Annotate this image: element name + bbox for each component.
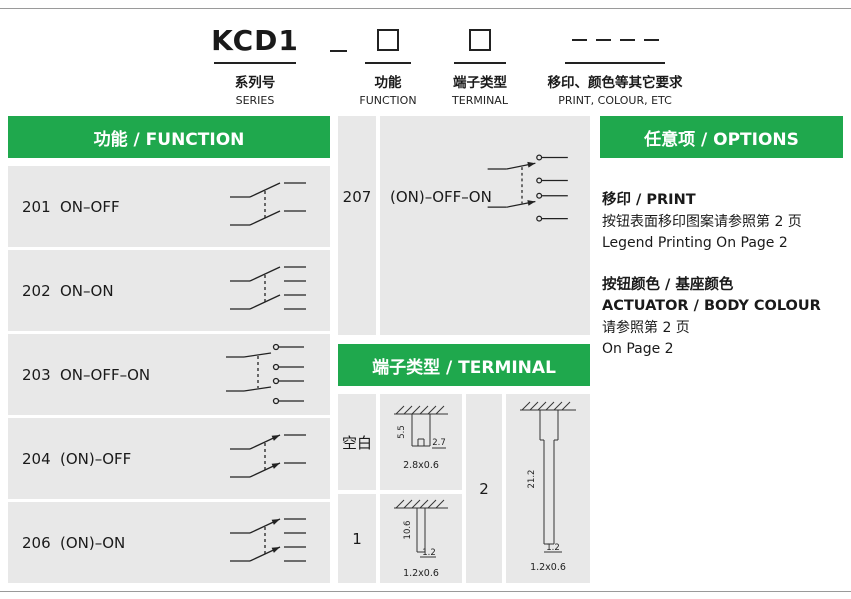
function-label-en: FUNCTION (359, 94, 417, 107)
series-label-en: SERIES (235, 94, 275, 107)
ordering-function: 功能 FUNCTION (350, 20, 426, 107)
function-row-203: 203 ON–OFF–ON (8, 334, 330, 415)
dpdt-on-on-symbol (230, 265, 306, 310)
dim-length: 21.2 (527, 470, 537, 489)
dim-width: 1.2 (546, 543, 560, 553)
options-label-cn: 移印、颜色等其它要求 (547, 75, 683, 91)
dpst-on-off-symbol (230, 181, 306, 226)
momentary-on-off-symbol (230, 433, 306, 478)
function-code: 204 (22, 449, 51, 468)
ordering-series: KCD1 系列号 SERIES (200, 20, 310, 108)
function-panel: 功能 / FUNCTION 201 ON–OFF 202 ON–ON (8, 116, 330, 583)
dash-separator (330, 50, 347, 52)
terminal-drawing-blank-cell: 5.5 2.7 2.8x0.6 (380, 394, 462, 490)
function-code: 202 (22, 281, 51, 300)
function-code: 201 (22, 197, 51, 216)
dim-size: 1.2x0.6 (403, 568, 439, 579)
function-code: 206 (22, 533, 51, 552)
top-divider (0, 8, 851, 9)
function-code: 203 (22, 365, 51, 384)
ordering-options: 移印、颜色等其它要求 PRINT, COLOUR, ETC (545, 20, 685, 107)
terminal-label-cn: 端子类型 (453, 75, 507, 91)
terminal-1-drawing: 10.6 1.2 1.2x0.6 (394, 499, 448, 579)
function-row-206: 206 (ON)–ON (8, 502, 330, 583)
print-line-cn: 按钮表面移印图案请参照第 2 页 (602, 213, 802, 230)
function-row-204: 204 (ON)–OFF (8, 418, 330, 499)
series-underline (214, 62, 296, 64)
print-line-en: Legend Printing On Page 2 (602, 235, 788, 251)
function-row-201: 201 ON–OFF (8, 166, 330, 247)
colour-line-en: On Page 2 (602, 341, 674, 357)
function-code: 207 (342, 188, 372, 206)
function-row-207-body: (ON)–OFF–ON (380, 116, 590, 335)
function-label: (ON)–ON (60, 533, 126, 552)
terminal-drawing-1-cell: 10.6 1.2 1.2x0.6 (380, 494, 462, 583)
terminal-drawing-2-cell: 21.2 1.2 1.2x0.6 (506, 394, 590, 583)
options-label-en: PRINT, COLOUR, ETC (558, 94, 672, 107)
function-row-202: 202 ON–ON (8, 250, 330, 331)
terminal-panel-header: 端子类型 / TERMINAL (338, 344, 590, 386)
options-panel-header: 任意项 / OPTIONS (600, 116, 843, 158)
function-panel-header: 功能 / FUNCTION (8, 116, 330, 158)
function-label: ON–OFF–ON (60, 365, 151, 384)
function-label: (ON)–OFF–ON (390, 188, 492, 206)
terminal-underline (454, 62, 506, 64)
terminal-label-en: TERMINAL (452, 94, 508, 107)
options-underline (565, 62, 665, 64)
dim-length: 10.6 (403, 521, 413, 540)
options-panel: 任意项 / OPTIONS 移印 / PRINT 按钮表面移印图案请参照第 2 … (600, 116, 843, 583)
terminal-2-drawing: 21.2 1.2 1.2x0.6 (520, 401, 576, 573)
dim-width: 2.7 (432, 438, 446, 448)
dim-length: 5.5 (397, 425, 407, 439)
options-text: 移印 / PRINT 按钮表面移印图案请参照第 2 页 Legend Print… (602, 190, 821, 361)
series-code: KCD1 (211, 23, 299, 57)
terminal-code-box (469, 29, 491, 51)
series-label-cn: 系列号 (234, 75, 276, 91)
momentary-on-on-symbol (230, 517, 306, 562)
bottom-divider (0, 591, 851, 592)
dpdt-on-off-on-symbol (226, 343, 304, 404)
dim-size: 2.8x0.6 (403, 460, 439, 471)
momentary-on-off-on-symbol (487, 154, 568, 222)
terminal-code-blank: 空白 (338, 394, 376, 490)
terminal-code-1: 1 (338, 494, 376, 583)
function-row-207-code-cell: 207 (338, 116, 376, 335)
print-colour-dashes (571, 39, 659, 41)
function-label: (ON)–OFF (60, 449, 132, 468)
print-title: 移印 / PRINT (602, 192, 696, 208)
terminal-code-2: 2 (466, 394, 502, 583)
function-label-cn: 功能 (374, 75, 402, 91)
colour-title-en: ACTUATOR / BODY COLOUR (602, 298, 821, 314)
dim-size: 1.2x0.6 (530, 562, 566, 573)
function-underline (365, 62, 411, 64)
function-code-box (377, 29, 399, 51)
function-label: ON–ON (60, 281, 114, 300)
terminal-blank-drawing: 5.5 2.7 2.8x0.6 (394, 405, 448, 471)
colour-title-cn: 按钮颜色 / 基座颜色 (602, 276, 734, 293)
function-label: ON–OFF (60, 197, 120, 216)
ordering-terminal: 端子类型 TERMINAL (438, 20, 522, 107)
colour-line-cn: 请参照第 2 页 (602, 319, 690, 336)
dim-width: 1.2 (422, 548, 436, 558)
